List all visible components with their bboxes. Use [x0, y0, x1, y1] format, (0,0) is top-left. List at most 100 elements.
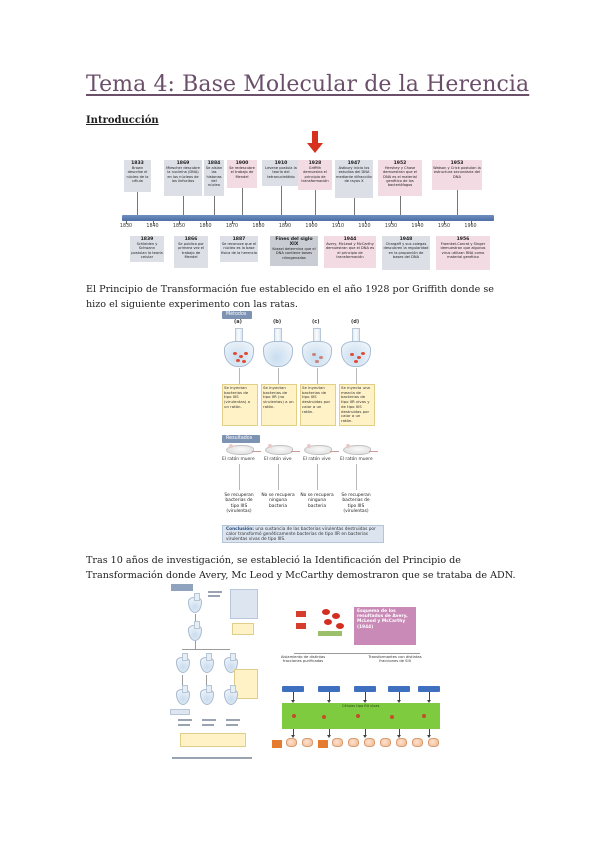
result-text: No se recupera ninguna bacteria: [261, 493, 295, 509]
methods-header: Métodos: [222, 311, 252, 319]
mouse-outcome: El ratón vive: [264, 457, 292, 462]
sample-tube-icon: [296, 623, 306, 629]
flask-icon: [341, 328, 371, 368]
method-step: Se inyectan bacterias de tipo IIR (no vi…: [261, 384, 297, 426]
timeline-tick: [417, 221, 419, 224]
timeline-tick: [470, 221, 472, 224]
column-letter: (b): [273, 319, 282, 325]
timeline-year-label: 1960: [464, 224, 477, 229]
timeline-tick: [338, 221, 339, 224]
mouse-icon: [226, 444, 261, 455]
flask-icon: [176, 685, 190, 705]
method-step: Se inyecta una mezcla de bacterias de ti…: [339, 384, 375, 426]
timeline-year-label: 1870: [225, 224, 239, 229]
hand-icon: [286, 738, 297, 747]
timeline-year-label: 1860: [199, 224, 212, 229]
page-title: Tema 4: Base Molecular de la Herencia: [86, 72, 530, 97]
red-arrow-head-icon: [307, 143, 323, 153]
mouse-icon: [304, 444, 339, 455]
conclusion-label: Conclusión:: [226, 527, 255, 532]
hand-icon: [412, 738, 423, 747]
timeline-tick: [126, 221, 127, 224]
flask-icon: [188, 593, 202, 613]
hand-icon: [348, 738, 359, 747]
timeline-year-label: 1930: [384, 224, 398, 229]
result-text: Se recuperan bacterias de tipo IIIS (vir…: [341, 493, 371, 515]
column-letter: (a): [234, 319, 242, 325]
hand-icon: [302, 738, 313, 747]
mouse-icon: [265, 444, 300, 455]
timeline-year-label: 1900: [305, 224, 318, 229]
flask-icon: [188, 621, 202, 641]
paragraph-griffith: El Principio de Transformación fue estab…: [86, 284, 494, 310]
timeline-year-label: 1910: [331, 224, 345, 229]
hand-icon: [380, 738, 391, 747]
mouse-outcome: El ratón muere: [340, 457, 373, 462]
timeline-tick: [311, 221, 313, 224]
conclusion-box: Conclusión: una sustancia de las bacteri…: [222, 525, 384, 543]
result-text: Se recuperan bacterias de tipo IIIS (vir…: [224, 493, 254, 515]
hand-icon: [428, 738, 439, 747]
avery-label-left: Aislamiento de distintas fracciones puri…: [280, 655, 326, 664]
method-step: Se inyectan bacterias de tipo IIIS (viru…: [222, 384, 258, 426]
mouse-outcome: El ratón vive: [303, 457, 331, 462]
timeline-tick: [391, 221, 392, 224]
mouse-icon: [343, 444, 378, 455]
flask-icon: [176, 653, 190, 673]
flask-icon: [263, 328, 293, 368]
conclusion-text: una sustancia de las bacterias virulenta…: [226, 527, 376, 543]
sample-tube-icon: [296, 611, 306, 617]
timeline-bar: [122, 215, 494, 221]
flask-icon: [224, 685, 238, 705]
griffith-experiment-figure: Métodos (a) (b) (c) (d) Se inyectan bact…: [220, 310, 386, 543]
flask-icon: [200, 653, 214, 673]
timeline-tick: [364, 221, 366, 224]
hand-icon: [396, 738, 407, 747]
hand-icon: [332, 738, 343, 747]
results-header: Resultados: [222, 435, 260, 443]
timeline-year-label: 1890: [278, 224, 292, 229]
avery-title-panel: Esquema de los resultados de Avery, McLe…: [354, 607, 416, 645]
timeline-tick: [444, 221, 445, 224]
timeline-year-label: 1920: [358, 224, 371, 229]
timeline-year-label: 1940: [411, 224, 424, 229]
timeline-tick: [285, 221, 286, 224]
timeline-year-label: 1950: [437, 224, 451, 229]
timeline-tick: [232, 221, 233, 224]
timeline-tick: [179, 221, 180, 224]
section-heading: Introducción: [86, 115, 159, 126]
timeline-year-label: 1850: [172, 224, 186, 229]
column-letter: (c): [312, 319, 320, 325]
mouse-outcome: El ratón muere: [222, 457, 255, 462]
avery-results-panel: Esquema de los resultados de Avery, McLe…: [272, 607, 440, 757]
flask-icon: [302, 328, 332, 368]
culture-band-label: Células tipo RII vivas: [342, 704, 380, 708]
paragraph-avery: Tras 10 años de investigación, se establ…: [86, 555, 516, 581]
method-step: Se inyectan bacterias de tipo IIIS destr…: [300, 384, 336, 426]
flask-icon: [224, 328, 254, 368]
red-arrow-icon: [312, 131, 318, 144]
hand-icon: [364, 738, 375, 747]
timeline-year-label: 1830: [119, 224, 133, 229]
timeline-tick: [205, 221, 207, 224]
column-letter: (d): [351, 319, 360, 325]
avery-experiment-figure: Esquema de los resultados de Avery, McLe…: [168, 583, 440, 773]
result-text: No se recupera ninguna bacteria: [300, 493, 334, 509]
timeline-year-label: 1840: [146, 224, 159, 229]
